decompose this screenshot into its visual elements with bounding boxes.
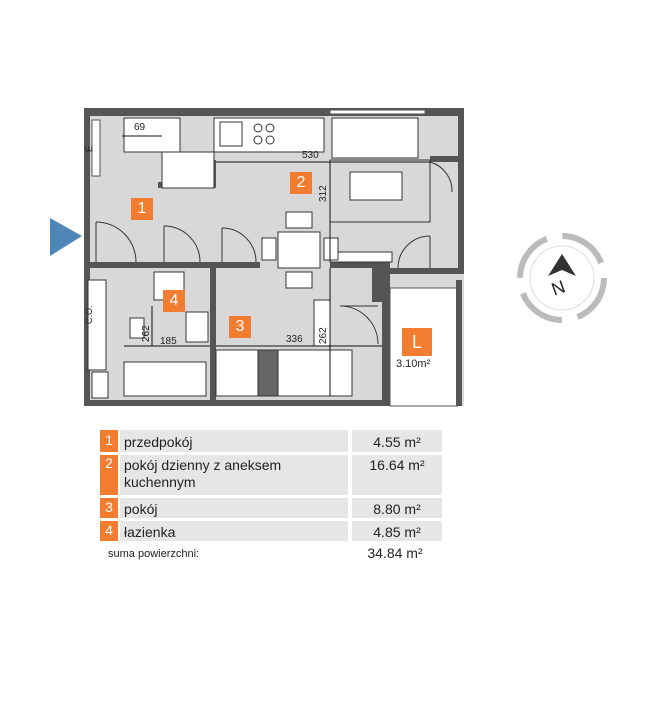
bath-cabinet	[91, 371, 109, 399]
sofa	[331, 117, 419, 159]
bedroom-radiator	[257, 349, 279, 397]
hob-burner	[265, 123, 275, 133]
summary-value: 34.84 m²	[367, 545, 423, 561]
compass-icon	[516, 232, 608, 324]
room-tag-4: 4	[163, 290, 185, 312]
toilet	[129, 317, 145, 339]
left-wall-window	[91, 119, 101, 177]
table-row: 3 pokój 8.80 m²	[100, 498, 442, 518]
balcony-rail	[456, 280, 462, 406]
door-swings	[95, 161, 453, 345]
dimension-lines	[122, 135, 430, 396]
washbasin	[185, 311, 209, 343]
row-number: 3	[100, 498, 118, 518]
room-tag-2: 2	[290, 172, 312, 194]
room-area: 4.55 m²	[352, 430, 442, 452]
dining-table	[277, 231, 321, 269]
room-name: przedpokój	[120, 430, 348, 452]
dimension-312: 312	[318, 185, 329, 202]
dimension-262-room: 262	[318, 327, 329, 344]
bedroom-furniture	[215, 349, 353, 397]
table-row: 2 pokój dzienny z aneksem kuchennym 16.6…	[100, 455, 442, 495]
shoe-cabinet	[161, 151, 215, 189]
room-tag-1: 1	[131, 198, 153, 220]
room-name: łazienka	[120, 521, 348, 541]
coffee-table	[349, 171, 403, 201]
bathtub	[123, 361, 207, 397]
chair	[261, 237, 277, 261]
balcony-area: 3.10m²	[396, 358, 431, 370]
tv-cabinet	[329, 251, 393, 263]
label-co: C.O.	[84, 305, 94, 324]
table-row: 1 przedpokój 4.55 m²	[100, 430, 442, 452]
co-shaft	[87, 279, 107, 371]
room-name: pokój dzienny z aneksem kuchennym	[120, 455, 348, 495]
row-number: 2	[100, 455, 118, 495]
summary-row: suma powierzchni: 34.84 m²	[100, 545, 442, 563]
summary-label: suma powierzchni:	[108, 548, 200, 560]
hob-burner	[253, 135, 263, 145]
room-name: pokój	[120, 498, 348, 518]
table-row: 4 łazienka 4.85 m²	[100, 521, 442, 541]
label-e: E	[84, 145, 94, 152]
compass-needle	[548, 254, 576, 276]
room-area: 16.64 m²	[352, 455, 442, 495]
room-area: 8.80 m²	[352, 498, 442, 518]
sink	[219, 121, 243, 147]
dimension-262-bath: 262	[141, 325, 152, 342]
chair	[285, 211, 313, 229]
window-top	[329, 109, 426, 115]
hob-burner	[265, 135, 275, 145]
dimension-336: 336	[286, 334, 303, 345]
outer-walls	[84, 108, 464, 406]
row-number: 4	[100, 521, 118, 541]
balcony-tag: L	[402, 328, 432, 356]
room-tag-3: 3	[229, 316, 251, 338]
dimension-69: 69	[134, 122, 146, 133]
room-area: 4.85 m²	[352, 521, 442, 541]
row-number: 1	[100, 430, 118, 452]
hob-burner	[253, 123, 263, 133]
chair	[323, 237, 339, 261]
chair	[285, 271, 313, 289]
dimension-530: 530	[302, 150, 319, 161]
wardrobe	[123, 117, 181, 153]
area-table: 1 przedpokój 4.55 m² 2 pokój dzienny z a…	[100, 430, 442, 563]
dimension-185: 185	[160, 336, 177, 347]
entry-arrow-icon	[50, 218, 82, 256]
